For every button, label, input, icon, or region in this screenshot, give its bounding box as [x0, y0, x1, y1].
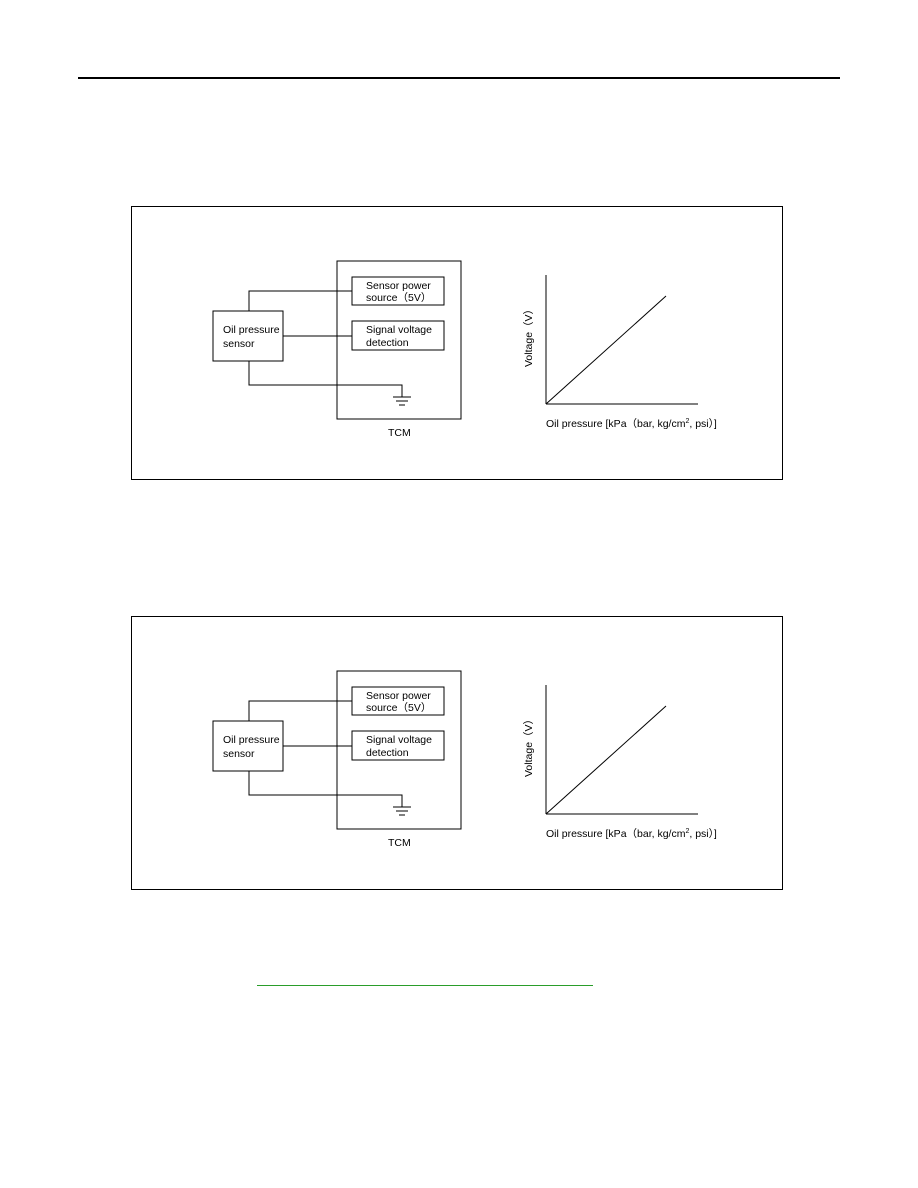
circuit-and-graph: Sensor power source（5V） Signal voltage d…: [212, 260, 717, 439]
power-label-line2: source（5V）: [366, 702, 431, 714]
sensor-label-line1: Oil pressure: [223, 734, 280, 746]
signal-label-line2: detection: [366, 337, 409, 349]
x-axis-label-superscript: 2: [685, 418, 689, 425]
signal-label-line1: Signal voltage: [366, 324, 432, 336]
tcm-label: TCM: [388, 837, 411, 849]
x-axis-label: Oil pressure [kPa（bar, kg/cm2, psi）]: [546, 828, 717, 840]
signal-label-line1: Signal voltage: [366, 734, 432, 746]
power-label-line1: Sensor power: [366, 690, 431, 702]
ground-icon: [393, 396, 411, 406]
signal-label-line2: detection: [366, 747, 409, 759]
power-wire: [248, 290, 352, 311]
sensor-label-line1: Oil pressure: [223, 324, 280, 336]
x-axis-label-pre: Oil pressure [kPa（bar, kg/cm: [546, 828, 686, 840]
y-axis-label: Voltage（V）: [523, 304, 535, 367]
x-axis-label-superscript: 2: [685, 828, 689, 835]
ground-wire: [248, 361, 403, 397]
y-axis-label: Voltage（V）: [523, 714, 535, 777]
signal-voltage-detection-box: [351, 320, 445, 351]
x-axis-label: Oil pressure [kPa（bar, kg/cm2, psi）]: [546, 418, 717, 430]
oil-pressure-sensor-figure: Sensor power source（5V） Signal voltage d…: [131, 206, 783, 480]
power-wire: [248, 700, 352, 721]
link-underline[interactable]: [257, 985, 593, 986]
sensor-power-source-box: [351, 276, 445, 306]
header-rule: [78, 77, 840, 79]
voltage-line: [545, 705, 667, 815]
oil-pressure-sensor-figure: Sensor power source（5V） Signal voltage d…: [131, 616, 783, 890]
x-axis-label-post: , psi）]: [689, 828, 717, 840]
x-axis-label-post: , psi）]: [689, 418, 717, 430]
power-label-line1: Sensor power: [366, 280, 431, 292]
sensor-label-line2: sensor: [223, 748, 255, 760]
circuit-and-graph: Sensor power source（5V） Signal voltage d…: [212, 670, 717, 849]
oil-pressure-sensor-box: [212, 720, 284, 772]
ground-icon: [393, 806, 411, 816]
oil-pressure-sensor-box: [212, 310, 284, 362]
x-axis-label-pre: Oil pressure [kPa（bar, kg/cm: [546, 418, 686, 430]
voltage-line: [545, 295, 667, 405]
sensor-label-line2: sensor: [223, 338, 255, 350]
ground-wire: [248, 771, 403, 807]
signal-voltage-detection-box: [351, 730, 445, 761]
tcm-label: TCM: [388, 427, 411, 439]
power-label-line2: source（5V）: [366, 292, 431, 304]
